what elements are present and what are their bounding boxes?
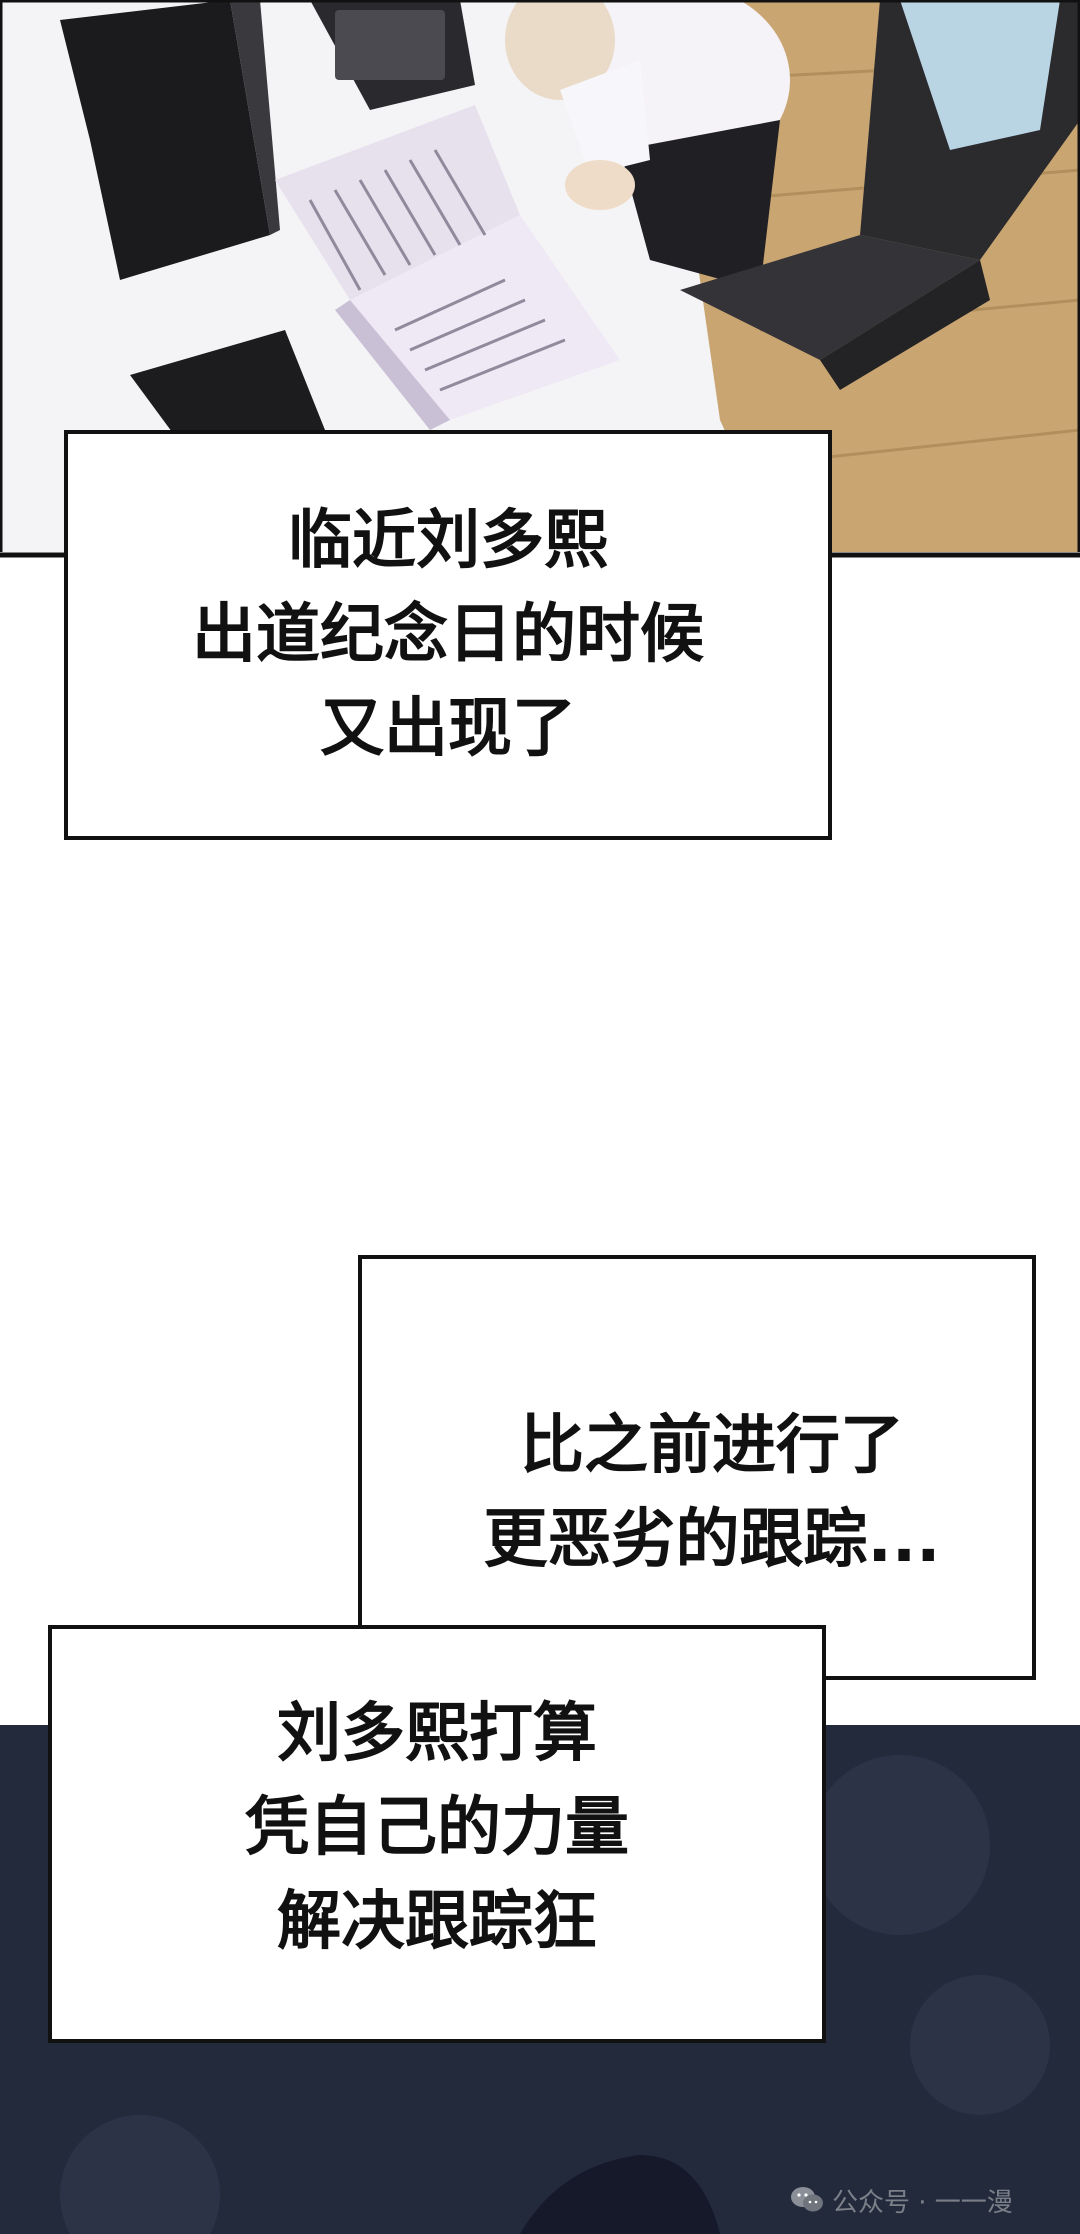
desk-scene-panel: [0, 0, 1080, 560]
caption-1-line-1: 临近刘多熙: [288, 504, 608, 578]
caption-2-line-1: 比之前进行了: [520, 1409, 904, 1483]
caption-box-2: 比之前进行了 更恶劣的跟踪...: [358, 1255, 1036, 1680]
caption-3-line-1: 刘多熙打算: [277, 1697, 597, 1771]
caption-box-1: 临近刘多熙 出道纪念日的时候 又出现了: [64, 430, 832, 840]
caption-3-line-2: 凭自己的力量: [245, 1791, 629, 1865]
caption-3-line-3: 解决跟踪狂: [277, 1885, 597, 1959]
caption-1-line-2: 出道纪念日的时候: [192, 598, 704, 672]
caption-box-3: 刘多熙打算 凭自己的力量 解决跟踪狂: [48, 1625, 826, 2043]
watermark-text: 公众号 · 一一漫: [832, 2187, 1013, 2218]
caption-1-line-3: 又出现了: [320, 692, 576, 766]
wechat-icon: [791, 2187, 823, 2212]
source-watermark: 公众号 · 一一漫: [790, 2180, 1013, 2220]
caption-2-line-2: 更恶劣的跟踪...: [483, 1503, 941, 1577]
